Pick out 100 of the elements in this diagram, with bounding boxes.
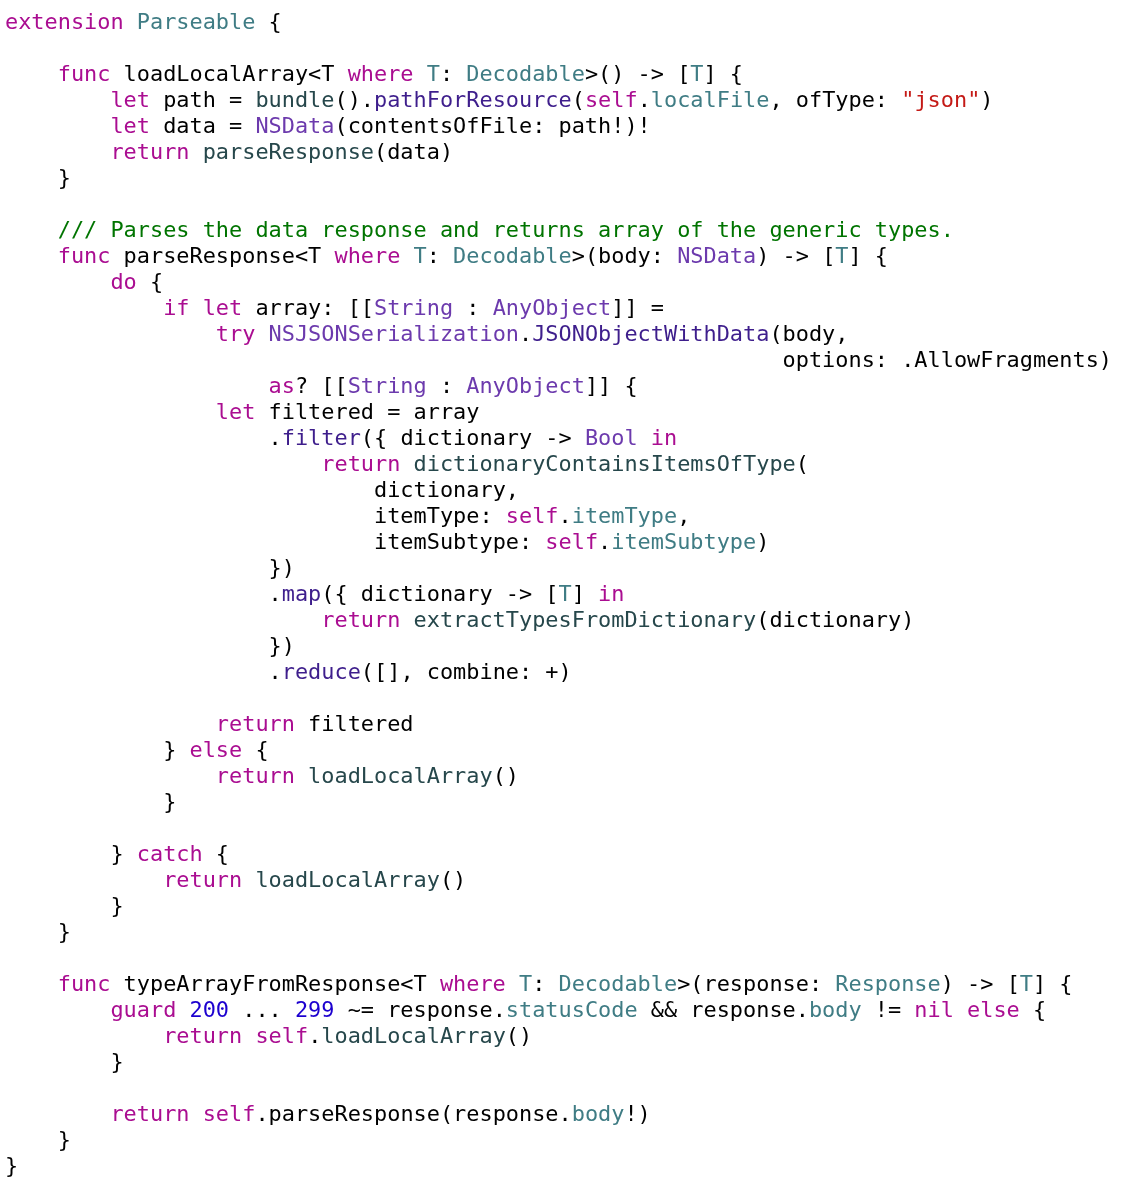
code-text: ? [[ [294, 373, 348, 399]
code-text: dictionary, [374, 477, 519, 503]
code-text: }) [268, 555, 295, 581]
code-text: : [532, 971, 546, 997]
code-text: self [584, 87, 638, 113]
code-text: NSData [677, 243, 757, 269]
code-text: try [215, 321, 256, 347]
code-text: (data) [374, 139, 454, 165]
code-text: "json" [901, 87, 981, 113]
code-text: typeArrayFromResponse<T [123, 971, 427, 997]
code-text: let [110, 87, 150, 113]
code-text: reduce [281, 659, 361, 685]
code-text: return [321, 451, 401, 477]
code-text: { [268, 9, 282, 35]
code-text: ) [756, 529, 770, 555]
code-text: catch [136, 841, 203, 867]
code-text: return [215, 711, 295, 737]
code-text: itemType [571, 503, 678, 529]
code-text: func [57, 61, 111, 87]
code-text: T [558, 581, 572, 607]
code-text: NSJSONSerialization [268, 321, 519, 347]
code-text: self [545, 529, 599, 555]
code-text: ]] = [611, 295, 664, 321]
code-text: loadLocalArray [308, 763, 493, 789]
code-text: , ofType: [769, 87, 889, 113]
code-text: . [308, 1023, 322, 1049]
code-text: () [439, 867, 467, 893]
code-text: ) -> [ [940, 971, 1020, 997]
code-text: (body, [769, 321, 849, 347]
code-text: func [57, 971, 111, 997]
code-text: T [690, 61, 704, 87]
code-text: ] [571, 581, 585, 607]
code-text: ] { [703, 61, 744, 87]
code-text: () [505, 1023, 533, 1049]
code-text: { [215, 841, 230, 867]
code-text: loadLocalArray [321, 1023, 506, 1049]
code-text: String [347, 373, 427, 399]
code-text: }) [268, 633, 295, 659]
code-text: return [215, 763, 295, 789]
code-text: body [808, 997, 862, 1023]
code-text: ] { [1033, 971, 1073, 997]
code-text: . [519, 321, 533, 347]
code-text: >(body: [571, 243, 664, 269]
code-text: loadLocalArray [255, 867, 440, 893]
code-text: . [598, 529, 612, 555]
code-text: statusCode [505, 997, 638, 1023]
code-text: (dictionary) [756, 607, 915, 633]
code-text: in [650, 425, 678, 451]
code-text: >(response: [677, 971, 823, 997]
code-text: } [57, 165, 71, 191]
code-text: itemSubtype [611, 529, 757, 555]
code-text: return self [110, 1101, 256, 1127]
code-text: AnyObject [466, 373, 585, 399]
code-text: String [374, 295, 454, 321]
code-text: } [57, 1127, 71, 1153]
code-text: else [189, 737, 243, 763]
code-text: T [1019, 971, 1033, 997]
code-text: . [268, 659, 282, 685]
code-text: } [5, 1153, 19, 1179]
code-text: >() -> [ [584, 61, 691, 87]
code-text: T [518, 971, 533, 997]
code-text: where [347, 61, 414, 87]
code-text: ({ dictionary -> [360, 425, 572, 451]
code-text: options: .AllowFragments) [782, 347, 1113, 373]
code-text: let [110, 113, 150, 139]
code-text: JSONObjectWithData [532, 321, 770, 347]
code-text: body [571, 1101, 625, 1127]
code-text: . [268, 425, 282, 451]
code-text: self [505, 503, 559, 529]
code-text: ([], combine: +) [360, 659, 572, 685]
code-text: } [57, 919, 71, 945]
code-text: return self [163, 1023, 309, 1049]
code-text: where [334, 243, 401, 269]
code-text: } [110, 841, 124, 867]
code-text: : [466, 295, 480, 321]
code-text: NSData [255, 113, 335, 139]
code-text: parseResponse<T [123, 243, 322, 269]
code-text: { [255, 737, 269, 763]
code-text: Decodable [558, 971, 678, 997]
code-text: nil else [914, 997, 1020, 1023]
code-text: do [110, 269, 137, 295]
code-text: path = [163, 87, 243, 113]
code-text: filtered = array [268, 399, 480, 425]
code-text: !) [624, 1101, 651, 1127]
code-text: T [426, 61, 440, 87]
code-text: in [598, 581, 625, 607]
code-text: array: [[ [255, 295, 374, 321]
code-text: Decodable [466, 61, 585, 87]
code-text: } [163, 737, 177, 763]
code-text: loadLocalArray<T [123, 61, 335, 87]
code-text: . [637, 87, 651, 113]
code-text: itemSubtype: [374, 529, 533, 555]
code-text: return [163, 867, 243, 893]
code-text: T [835, 243, 849, 269]
code-text: Response [835, 971, 941, 997]
code-text: ( [571, 87, 585, 113]
code-text: ) [980, 87, 994, 113]
code-text: { [149, 269, 164, 295]
code-text: 200 [189, 997, 230, 1023]
code-text: ~= response. [347, 997, 506, 1023]
